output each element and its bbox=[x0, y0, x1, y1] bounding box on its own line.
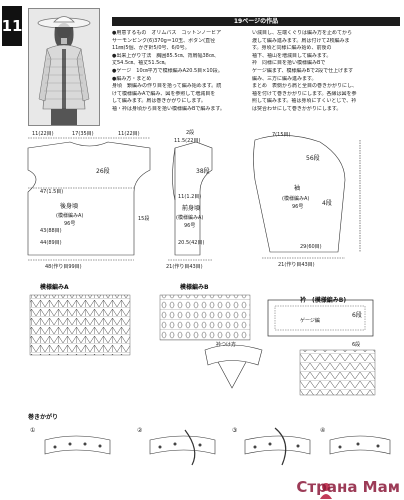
back-pattern: (模様編みA) bbox=[56, 212, 83, 219]
text-line: 丈54.5㎝、袖丈51.5㎝。 bbox=[112, 60, 170, 67]
whip-steps: ① ② ③ ④ bbox=[30, 427, 391, 466]
whip-step-4-diagram bbox=[329, 435, 391, 455]
front-rows-top: 2段 bbox=[186, 129, 194, 136]
sleeve-bottom-width: 29(60目) bbox=[300, 244, 322, 250]
collar-inner bbox=[274, 305, 366, 331]
front-neckline bbox=[172, 147, 176, 201]
strana-mam-logo-icon bbox=[320, 483, 332, 499]
text-line: は突合わせにして巻きかがりにします。 bbox=[252, 105, 342, 112]
sleeve-cuff: 21(作り目43目) bbox=[278, 261, 315, 268]
stitch-charts: ゲージ編 6段 6段 衿つけ方 bbox=[29, 294, 376, 396]
pattern-a-title: 模様編みA bbox=[40, 284, 69, 291]
collar-title: 衿 bbox=[300, 297, 307, 304]
back-rows-label: 26段 bbox=[96, 167, 110, 175]
front-top-width: 11.5(22目) bbox=[174, 138, 200, 144]
step-3-label: ③ bbox=[232, 427, 237, 434]
collar-mark: ゲージ編 bbox=[300, 317, 320, 324]
text-line: して編みます。肩は巻きかがりにします。 bbox=[112, 98, 206, 105]
collar-v-neck bbox=[217, 361, 247, 389]
collar-outline bbox=[267, 299, 374, 337]
edging-chart bbox=[299, 349, 376, 396]
whip-step-1-diagram bbox=[44, 435, 111, 455]
text-line: 袖下、袖山を増減目して編みます。 bbox=[252, 52, 332, 59]
sleeve-pattern: (模様編みA) bbox=[282, 195, 309, 202]
sleeve-cap-rows: 56段 bbox=[306, 154, 320, 162]
step-4-label: ④ bbox=[320, 427, 325, 434]
text-line: けて模様編みAで編み、図を参照して増減目を bbox=[112, 90, 216, 97]
front-piece-outline bbox=[174, 141, 213, 256]
front-side-note: 11(1.2目) bbox=[178, 194, 201, 200]
text-line: 袖を付けて巻きかがりにします。各縁は図を参 bbox=[252, 90, 357, 97]
model-photo-illustration bbox=[29, 9, 99, 125]
section-header: 19ページの作品 bbox=[112, 17, 400, 26]
sleeve-body-rows: 4段 bbox=[322, 199, 332, 207]
collar-pattern: (模様編みB) bbox=[312, 297, 347, 304]
text-line: ゲージ編まず、模様編みBで2段で仕上げます bbox=[252, 67, 354, 74]
page-number: 11 bbox=[2, 6, 22, 46]
front-width-mid: 20.5(42目) bbox=[178, 240, 204, 246]
pattern-a-chart bbox=[29, 294, 131, 356]
back-neck: 17(35目) bbox=[72, 131, 94, 137]
text-line: 照して編みます。袖は身頃にすくいとじで、衿 bbox=[252, 98, 357, 105]
collar-attach-diagram bbox=[204, 344, 263, 366]
watermark: Страна Мам bbox=[296, 478, 400, 496]
step-1-label: ① bbox=[30, 427, 35, 434]
back-width-mid: 43(88目) bbox=[40, 228, 62, 234]
back-hem: 48(作り目99目) bbox=[45, 263, 82, 270]
text-line: ●編み方・まとめ bbox=[112, 75, 152, 82]
sleeve-top-width: 7(15目) bbox=[272, 132, 290, 138]
collar-attach-label: 衿つけ方 bbox=[216, 341, 236, 348]
text-line: サーモンピンク(6)370g＝10玉、ボタン(直径 bbox=[112, 37, 216, 44]
materials-column-1: ●用意するもの オリムパス コットンノービア サーモンピンク(6)370g＝10… bbox=[112, 30, 240, 114]
front-stitch-note: 96号 bbox=[184, 223, 195, 229]
pattern-b-chart bbox=[159, 294, 251, 341]
text-line: まとめ 表側から肩と全目の巻きかがりにし、 bbox=[252, 83, 358, 90]
front-piece-name: 前身頃 bbox=[182, 204, 200, 212]
back-shoulder-left: 11(22目) bbox=[32, 131, 54, 137]
whip-step-2-diagram bbox=[149, 435, 216, 455]
sleeve-stitch-note: 96号 bbox=[292, 204, 303, 210]
sleeve-piece-name: 袖 bbox=[294, 184, 300, 192]
back-stitch-note: 96号 bbox=[64, 221, 75, 227]
sleeve-outline bbox=[253, 135, 346, 253]
text-line: 11㎜)5個、かぎ針5/0号、6/0号。 bbox=[112, 45, 190, 52]
text-line: 袖・衿は身頃から目を拾い模様編みBで編みます。 bbox=[112, 105, 225, 112]
collar-rows: 6段 bbox=[352, 311, 362, 319]
text-line: ●出来上がり寸法 胸囲85.5㎝、背肩幅38㎝、 bbox=[112, 52, 219, 59]
back-piece-name: 後身頃 bbox=[60, 202, 78, 210]
back-side-rows: 15段 bbox=[138, 215, 149, 222]
step-2-label: ② bbox=[137, 427, 143, 434]
text-line: 渡して編み進みます。肩は付けて2枚編みま bbox=[252, 37, 350, 44]
pattern-b-title: 模様編みB bbox=[180, 284, 209, 291]
front-neck-rows: 38段 bbox=[196, 167, 210, 175]
text-line: い減目し、左端くぐりは編み方を止めてから bbox=[252, 30, 353, 36]
whip-needle-3 bbox=[274, 427, 287, 466]
text-line: す。身頃と同様に編み始め、前後の bbox=[252, 45, 332, 52]
model-photo bbox=[28, 8, 100, 126]
text-line: 編み、三方に編み進みます。 bbox=[252, 75, 317, 82]
whip-step-3-diagram bbox=[244, 435, 311, 455]
front-pattern: (模様編みA) bbox=[176, 214, 203, 221]
materials-column-2: い減目し、左端くぐりは編み方を止めてから 渡して編み進みます。肩は付けて2枚編み… bbox=[252, 30, 400, 114]
back-shoulder-right: 11(22目) bbox=[118, 131, 140, 137]
text-line: ●ゲージ 10㎝平方で模様編みA20.5目×10段。 bbox=[112, 67, 223, 74]
whip-needle-2 bbox=[184, 429, 196, 466]
front-hem: 21(作り目43目) bbox=[166, 263, 203, 270]
back-width-top: 47(1.5目) bbox=[40, 189, 63, 195]
back-piece-outline bbox=[27, 141, 151, 256]
text-line: ●用意するもの オリムパス コットンノービア bbox=[112, 30, 222, 36]
back-width-bottom: 44(89目) bbox=[40, 240, 62, 246]
schematics: 26段 後身頃 (模様編みA) 96号 47(1.5目) 43(88目) 44(… bbox=[27, 129, 361, 270]
text-line: 衿 同様に目を拾い模様編みBで bbox=[252, 60, 326, 67]
text-line: 身頃 鎖編みの作り目を拾って編み始めます。続 bbox=[112, 83, 222, 90]
whip-title: 巻きかがり bbox=[28, 414, 59, 421]
edging-rows: 6段 bbox=[352, 341, 360, 348]
